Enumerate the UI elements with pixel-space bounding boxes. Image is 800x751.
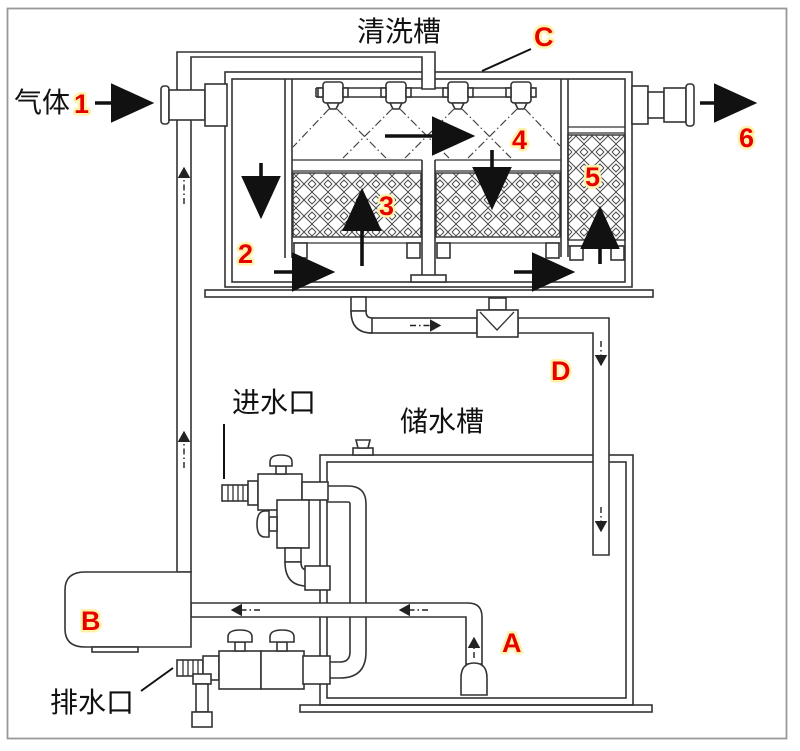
water-inlet-valve-assembly (221, 454, 331, 591)
valve-handle-side (256, 510, 270, 538)
marker-C: C (534, 22, 554, 52)
marker-6: 6 (739, 123, 754, 153)
suction-line (190, 602, 488, 696)
wall-fitting-upper (304, 565, 331, 591)
label-storage-tank: 储水槽 (400, 406, 484, 437)
marker-1: 1 (74, 89, 89, 119)
marker-2: 2 (238, 239, 253, 269)
label-water-inlet: 进水口 (232, 387, 316, 418)
wall-fitting-lower (302, 655, 331, 685)
marker-D: D (551, 356, 571, 386)
gas-outlet-pipe (631, 83, 695, 127)
tank-base-plate (204, 289, 654, 298)
tank-top-cap (352, 439, 374, 456)
valve-body-2 (276, 499, 310, 549)
spray-nozzles (317, 81, 537, 110)
drain-valve-assembly (176, 629, 331, 728)
pump-foot (91, 646, 139, 653)
inlet-flange (160, 85, 170, 125)
funnel-stub (488, 297, 507, 311)
divider-foot (410, 274, 447, 283)
marker-3: 3 (379, 191, 394, 221)
drain-stub-left (350, 296, 367, 312)
marker-4: 4 (512, 125, 527, 155)
label-drain-outlet: 排水口 (50, 687, 134, 718)
flow-arrows (95, 83, 758, 292)
drain-spout (195, 683, 209, 713)
storage-base-plate (299, 704, 653, 713)
drain-valve-1 (218, 650, 262, 690)
foot-valve (460, 662, 488, 696)
center-divider (421, 160, 436, 275)
label-gas: 气体 (14, 87, 70, 118)
marker-B: B (81, 606, 101, 636)
drain-elbow (350, 310, 373, 334)
outlet-flange (685, 83, 695, 127)
valve-handle (269, 454, 293, 467)
divider-right (560, 79, 569, 257)
marker-A: A (502, 628, 522, 658)
page-border (6, 7, 788, 740)
pump (64, 571, 192, 653)
label-cleaning-tank: 清洗槽 (357, 16, 441, 47)
hose-barb (221, 484, 249, 502)
pointer-line-drain-outlet (140, 667, 174, 692)
spray-supply-pipe (176, 51, 436, 573)
inner-wall-left (284, 79, 293, 258)
gas-inlet-pipe (160, 83, 228, 127)
pump-body (64, 571, 192, 648)
packed-bed-1 (292, 172, 422, 238)
packed-bed-2 (435, 172, 561, 238)
pipe-D (517, 317, 610, 556)
pointer-line-C (481, 48, 532, 72)
liquid-flow-arrows (177, 166, 608, 658)
marker-5: 5 (585, 162, 600, 192)
drain-valve-2 (260, 650, 305, 690)
